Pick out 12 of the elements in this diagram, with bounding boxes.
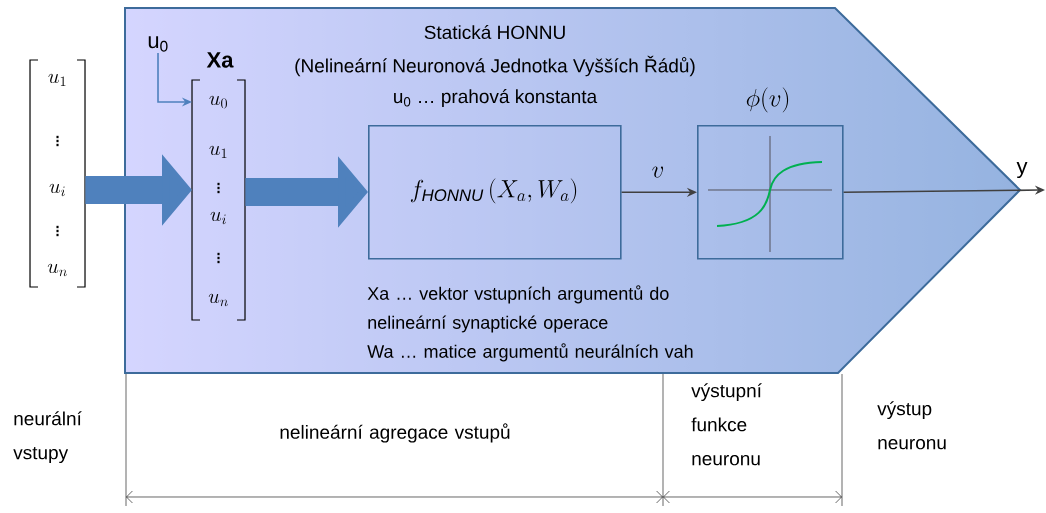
section-label: neurální vstupy <box>13 411 82 464</box>
input-label: u$_{0}$ <box>148 36 168 52</box>
section-label: výstupní funkce neuronu <box>691 383 762 466</box>
activation-box <box>697 125 844 260</box>
section-label: nelineární agregace vstupů <box>280 423 510 443</box>
vector-heading: Xa <box>206 52 234 68</box>
function-box: $f_{\mathit{HONNU}}\left(X_a,W_a\right)$ <box>368 125 622 260</box>
column-vector: $u_{0}$ $u_{1}$ $\vdots$ $u_{i}$ $\vdots$ $u_{n}$ <box>191 79 246 321</box>
section-label: výstup neuronu <box>877 401 946 450</box>
column-vector: $u_{1}$ $\vdots$ $u_{i}$ $\vdots$ $u_{n}$ <box>29 59 86 288</box>
edge-label: $v$ <box>652 166 664 178</box>
function-heading: $\phi(v)$ <box>746 87 789 113</box>
